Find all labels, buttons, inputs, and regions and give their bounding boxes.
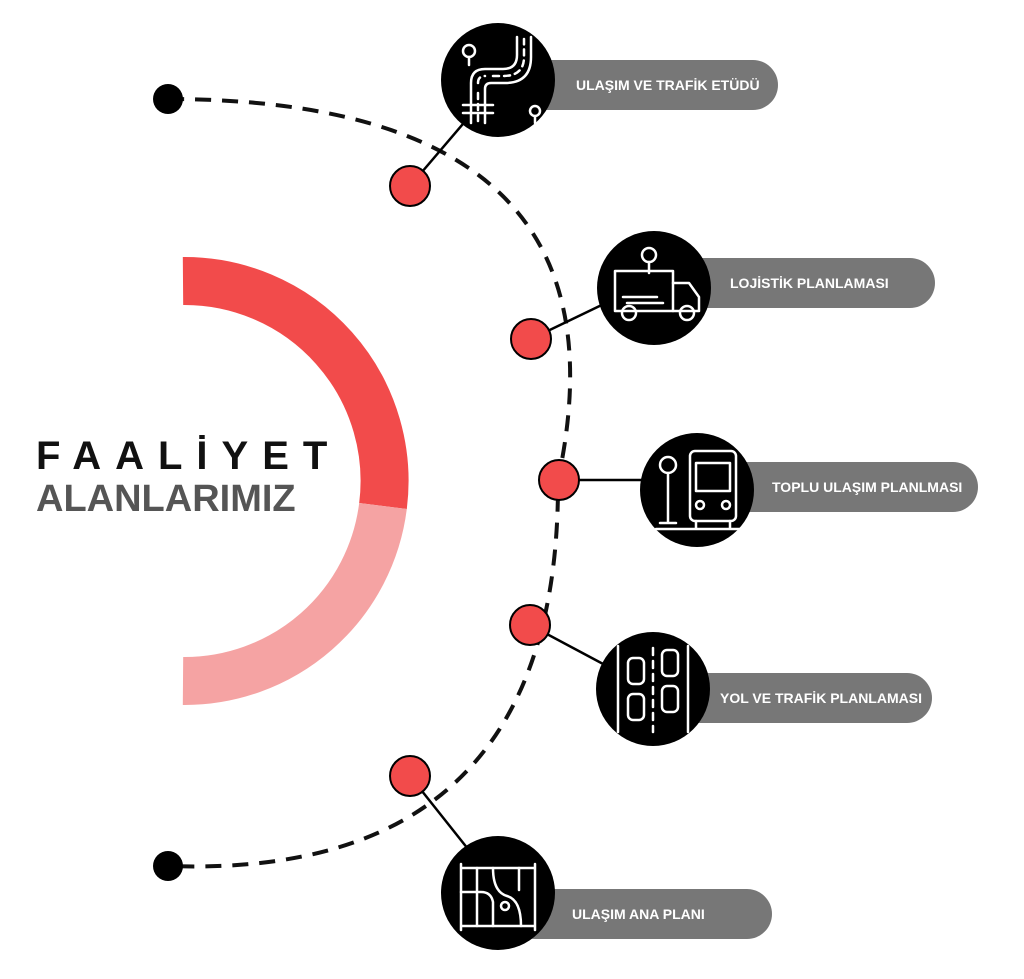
node-1 <box>389 165 431 207</box>
half-ring-upper <box>182 256 409 509</box>
delivery-truck-icon <box>597 231 711 345</box>
city-grid-map-icon <box>441 836 555 950</box>
road-map-icon <box>441 23 555 137</box>
half-ring-lower <box>182 502 407 706</box>
title-line-2: ALANLARIMIZ <box>36 478 296 520</box>
node-3 <box>538 459 580 501</box>
road-cars-icon <box>596 632 710 746</box>
arc-end-top <box>153 84 183 114</box>
item-3-label: TOPLU ULAŞIM PLANLMASI <box>700 462 978 512</box>
node-5 <box>389 755 431 797</box>
node-4 <box>509 604 551 646</box>
title-line-1: FAALİYET <box>36 434 342 478</box>
arc-end-bottom <box>153 851 183 881</box>
node-2 <box>510 318 552 360</box>
bus-stop-icon <box>640 433 754 547</box>
